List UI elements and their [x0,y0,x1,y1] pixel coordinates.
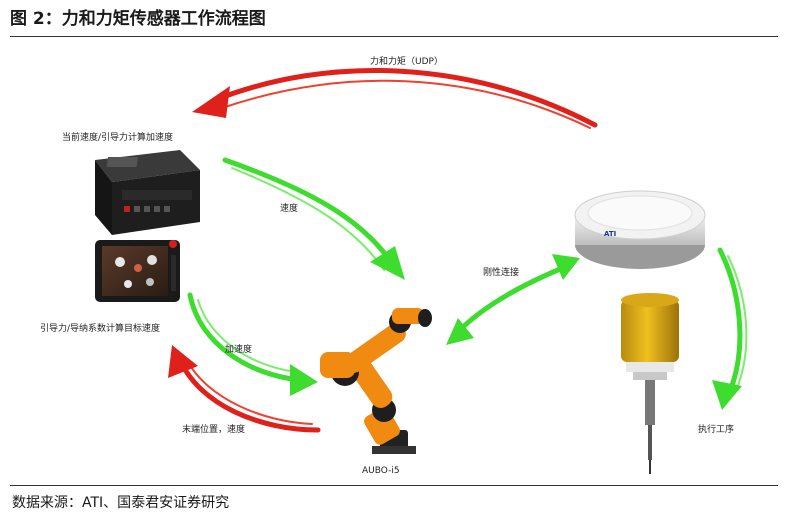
label-force-torque-udp: 力和力矩（UDP） [370,55,443,67]
red-arrow-force-torque [192,67,598,129]
label-guide-force-target: 引导力/导纳系数计算目标速度 [40,322,160,334]
bottom-divider [10,485,778,486]
sensor-brand-label: ATI [604,230,616,238]
label-robot-model: AUBO-i5 [362,466,400,476]
red-arrow-end-position [168,345,321,433]
green-arrow-acceleration [187,292,318,396]
controller-box [95,150,200,235]
label-execute-process: 执行工序 [698,423,734,435]
figure-title: 图 2：力和力矩传感器工作流程图 [10,9,266,29]
label-rigid-connection: 刚性连接 [483,266,519,278]
top-divider [10,36,778,37]
label-current-speed-guide: 当前速度/引导力计算加速度 [62,131,173,143]
label-speed: 速度 [280,202,298,214]
label-acceleration: 加速度 [225,343,252,355]
teach-pendant [95,240,180,302]
label-end-position-speed: 末端位置，速度 [182,423,245,435]
figure-source: 数据来源：ATI、国泰君安证券研究 [12,495,230,511]
green-arrow-execute [712,247,748,410]
force-sensor: ATI [574,190,706,269]
green-arrow-speed [222,157,405,280]
robot-arm [320,308,432,454]
green-arrow-rigid-connection [446,254,580,345]
gold-tool [621,293,679,474]
